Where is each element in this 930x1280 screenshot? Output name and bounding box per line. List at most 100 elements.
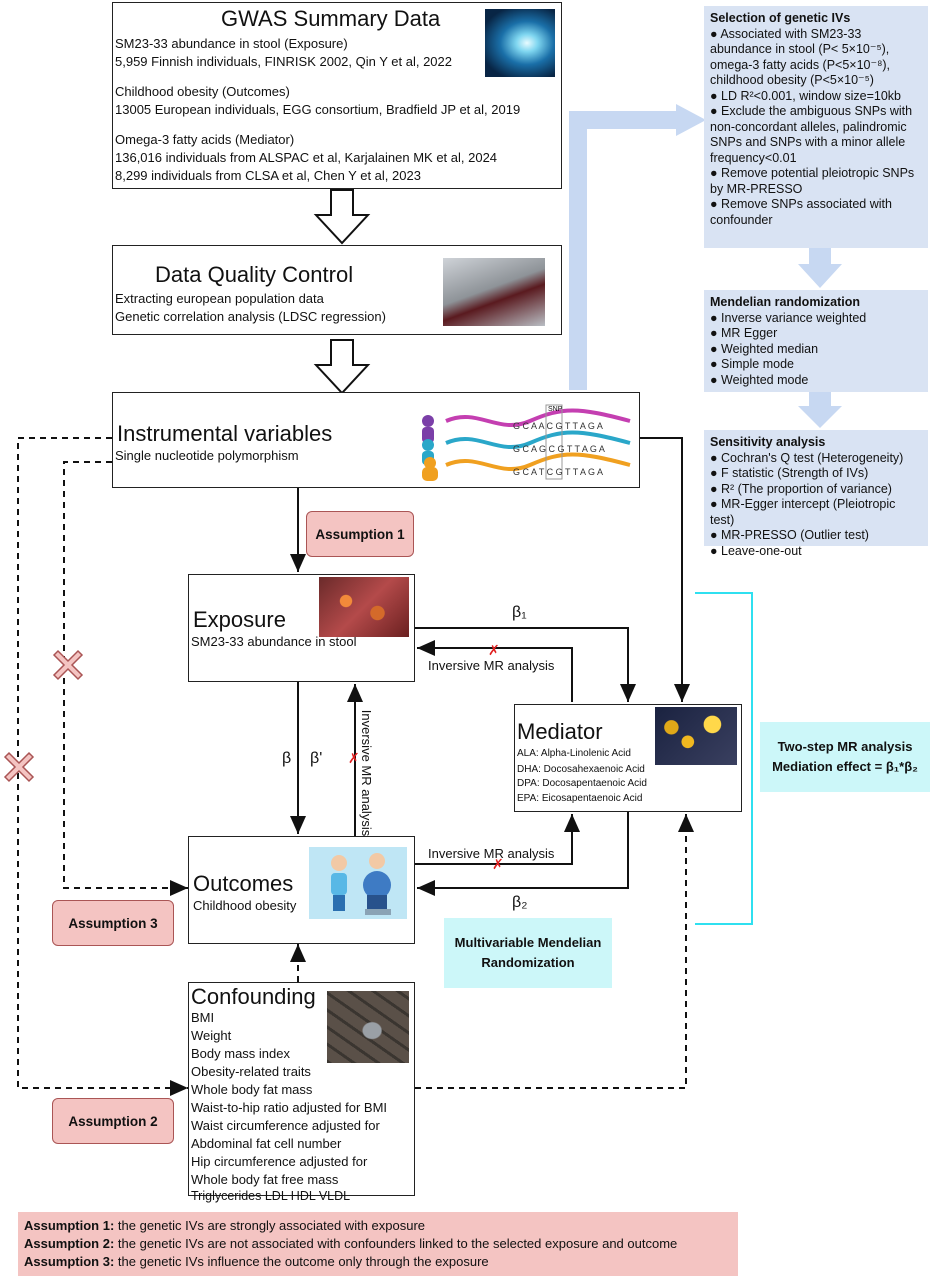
confounding-line: Body mass index <box>191 1046 290 1061</box>
confounding-line: BMI <box>191 1010 215 1025</box>
selection-panel: Selection of genetic IVs ● Associated wi… <box>704 6 928 248</box>
footer-text: the genetic IVs are strongly associated … <box>114 1218 426 1233</box>
violation-x-icon <box>52 649 84 681</box>
outcomes-title: Outcomes <box>193 871 294 896</box>
footer-label: Assumption 1: <box>24 1218 115 1233</box>
selection-line: confounder <box>710 212 773 227</box>
mr-line: ● Inverse variance weighted <box>710 310 867 325</box>
beta2-label: β₂ <box>512 894 528 911</box>
mediator-line: ALA: Alpha-Linolenic Acid <box>517 748 631 759</box>
selection-line: childhood obesity (P<5×10⁻⁵) <box>710 73 874 87</box>
beta-label: β <box>282 750 292 767</box>
assumption-2-tag: Assumption 2 <box>52 1098 174 1144</box>
assumption-3-tag: Assumption 3 <box>52 900 174 946</box>
qc-line: Genetic correlation analysis (LDSC regre… <box>115 309 386 324</box>
mediator-line: EPA: Eicosapentaenoic Acid <box>517 793 643 804</box>
exposure-box: Exposure SM23-33 abundance in stool <box>188 574 415 682</box>
beta2-arrow <box>417 812 629 896</box>
gwas-line: 136,016 individuals from ALSPAC et al, K… <box>115 150 498 165</box>
two-step-line: Mediation effect = β₁*β₂ <box>772 759 918 774</box>
filter-pouring-image <box>443 258 545 326</box>
gwas-line: Childhood obesity (Outcomes) <box>115 84 290 99</box>
footer-text: the genetic IVs are not associated with … <box>114 1236 678 1251</box>
selection-line: ● Associated with SM23-33 <box>710 26 862 41</box>
mr-line: ● MR Egger <box>710 326 778 340</box>
confounding-line: Waist-to-hip ratio adjusted for BMI <box>191 1100 388 1115</box>
gwas-box: GWAS Summary Data SM23-33 abundance in s… <box>112 2 562 189</box>
mr-line: ● Weighted mode <box>710 372 809 387</box>
iv-to-mediator-arrow <box>640 437 690 702</box>
qc-to-iv-arrow <box>313 339 371 395</box>
omega3-capsules-image <box>655 707 737 765</box>
exposure-title: Exposure <box>193 607 286 632</box>
footer-line: Assumption 2: the genetic IVs are not as… <box>24 1235 732 1253</box>
selection-line: SNPs and SNPs with a minor allele <box>710 135 906 149</box>
confounding-line: Whole body fat free mass <box>191 1172 339 1187</box>
selection-line: ● LD R²<0.001, window size=10kb <box>710 88 901 103</box>
confounding-line: Abdominal fat cell number <box>191 1136 342 1151</box>
iv-subtitle: Single nucleotide polymorphism <box>115 448 299 463</box>
mr-panel: Mendelian randomization ● Inverse varian… <box>704 290 928 392</box>
mediation-bracket <box>695 592 753 925</box>
gwas-line: 8,299 individuals from CLSA et al, Chen … <box>115 168 421 183</box>
confounding-title: Confounding <box>191 984 316 1009</box>
mvmr-box: Multivariable Mendelian Randomization <box>444 918 612 988</box>
footer-line: Assumption 3: the genetic IVs influence … <box>24 1253 732 1271</box>
selection-line: abundance in stool (P< 5×10⁻⁵), <box>710 42 890 56</box>
outcomes-subtitle: Childhood obesity <box>193 898 297 913</box>
selection-line: ● Remove potential pleiotropic SNPs <box>710 166 915 180</box>
qc-line: Extracting european population data <box>115 291 324 306</box>
iv-to-confounding-dashed <box>17 437 188 1096</box>
mr-to-sens-arrow <box>798 392 842 428</box>
dna-sequence: G C A G C G T T A G A <box>513 444 605 454</box>
exposure-subtitle: SM23-33 abundance in stool <box>191 634 357 649</box>
qc-box: Data Quality Control Extracting european… <box>112 245 562 335</box>
mediator-line: DHA: Docosahexaenoic Acid <box>517 764 645 775</box>
gut-bacteria-image <box>319 577 409 637</box>
selection-title: Selection of genetic IVs <box>710 11 851 25</box>
violation-x-icon <box>3 751 35 783</box>
mr-line: ● Weighted median <box>710 341 819 356</box>
data-tunnel-image <box>485 9 555 77</box>
beta1-arrow <box>415 627 636 702</box>
gwas-line: SM23-33 abundance in stool (Exposure) <box>115 36 348 51</box>
sens-line: ● Leave-one-out <box>710 543 802 558</box>
gwas-line: 5,959 Finnish individuals, FINRISK 2002,… <box>115 54 452 69</box>
blocked-x-icon: ✗ <box>488 642 500 658</box>
inversive-mr-label: Inversive MR analysis <box>428 846 555 861</box>
inversive-out-med-arrow <box>415 814 580 865</box>
sens-line: ● R² (The proportion of variance) <box>710 481 892 496</box>
qc-title: Data Quality Control <box>155 262 354 287</box>
selection-line: frequency<0.01 <box>710 150 797 165</box>
confounding-line: Triglycerides LDL HDL VLDL <box>191 1189 351 1203</box>
assumptions-footer: Assumption 1: the genetic IVs are strong… <box>18 1212 738 1276</box>
footer-line: Assumption 1: the genetic IVs are strong… <box>24 1217 732 1235</box>
blocked-x-icon: ✗ <box>492 856 504 872</box>
beta-prime-label: β' <box>310 750 323 767</box>
sens-line: ● MR-PRESSO (Outlier test) <box>710 528 869 542</box>
selection-line: ● Exclude the ambiguous SNPs with <box>710 104 913 118</box>
sens-line: ● MR-Egger intercept (Pleiotropic test) <box>710 497 896 527</box>
confounding-line: Obesity-related traits <box>191 1064 311 1079</box>
selection-line: ● Remove SNPs associated with <box>710 197 892 211</box>
iv-box: Instrumental variables Single nucleotide… <box>112 392 640 488</box>
gwas-line: 13005 European individuals, EGG consorti… <box>115 102 521 117</box>
confounding-line: Whole body fat mass <box>191 1082 313 1097</box>
snp-label: SNP <box>548 406 563 413</box>
dna-sequence: G C A A C G T T A G A <box>513 421 603 431</box>
cracked-earth-image <box>327 991 409 1063</box>
selection-to-mr-arrow <box>798 248 842 288</box>
confounding-line: Waist circumference adjusted for <box>191 1118 380 1133</box>
two-step-mr-box: Two-step MR analysis Mediation effect = … <box>760 722 930 792</box>
gwas-line: Omega-3 fatty acids (Mediator) <box>115 132 295 147</box>
childhood-obesity-image <box>309 847 407 919</box>
confounding-line: Weight <box>191 1028 232 1043</box>
iv-to-selection-arrow <box>569 111 680 390</box>
gwas-title: GWAS Summary Data <box>221 6 441 31</box>
beta1-label: β₁ <box>512 604 527 621</box>
inversive-mr-label: Inversive MR analysis <box>359 709 375 837</box>
mvmr-line: Randomization <box>481 955 575 970</box>
mediator-title: Mediator <box>517 719 603 744</box>
iv-to-outcome-dashed <box>63 461 188 896</box>
